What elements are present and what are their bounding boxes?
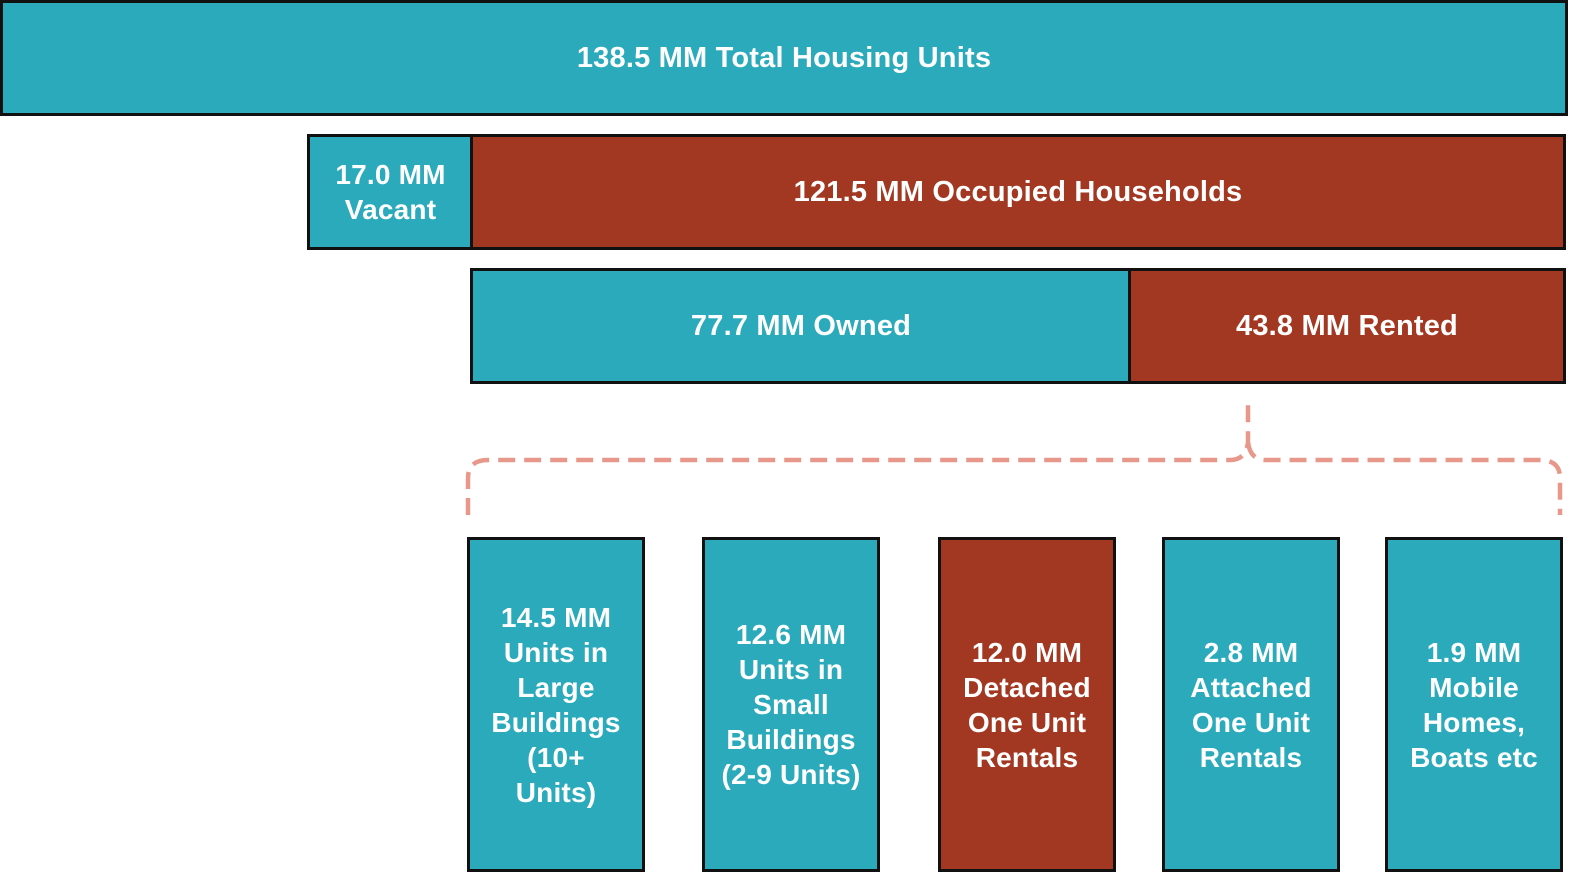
rental-type-detached-one-unit-label: 12.0 MM Detached One Unit Rentals xyxy=(963,636,1091,773)
rented-label: 43.8 MM Rented xyxy=(1236,309,1458,342)
rental-type-mobile-homes: 1.9 MM Mobile Homes, Boats etc xyxy=(1385,537,1563,872)
rented-box: 43.8 MM Rented xyxy=(1128,268,1566,384)
vacant-box: 17.0 MM Vacant xyxy=(307,134,474,250)
total-housing-units-label: 138.5 MM Total Housing Units xyxy=(576,41,992,74)
owned-label: 77.7 MM Owned xyxy=(690,309,912,342)
rental-type-small-buildings: 12.6 MM Units in Small Buildings (2-9 Un… xyxy=(702,537,880,872)
rental-type-attached-one-unit-label: 2.8 MM Attached One Unit Rentals xyxy=(1190,636,1312,773)
occupied-households-box: 121.5 MM Occupied Households xyxy=(470,134,1566,250)
rental-type-large-buildings: 14.5 MM Units in Large Buildings (10+ Un… xyxy=(467,537,645,872)
rental-type-attached-one-unit: 2.8 MM Attached One Unit Rentals xyxy=(1162,537,1340,872)
rental-type-detached-one-unit: 12.0 MM Detached One Unit Rentals xyxy=(938,537,1116,872)
rental-type-small-buildings-label: 12.6 MM Units in Small Buildings (2-9 Un… xyxy=(721,619,861,790)
rental-type-large-buildings-label: 14.5 MM Units in Large Buildings (10+ Un… xyxy=(491,601,621,808)
rental-type-mobile-homes-label: 1.9 MM Mobile Homes, Boats etc xyxy=(1410,636,1538,773)
owned-box: 77.7 MM Owned xyxy=(470,268,1132,384)
vacant-label: 17.0 MM Vacant xyxy=(335,159,446,225)
brace-line xyxy=(465,405,1563,515)
occupied-households-label: 121.5 MM Occupied Households xyxy=(793,175,1243,208)
total-housing-units-box: 138.5 MM Total Housing Units xyxy=(0,0,1568,116)
